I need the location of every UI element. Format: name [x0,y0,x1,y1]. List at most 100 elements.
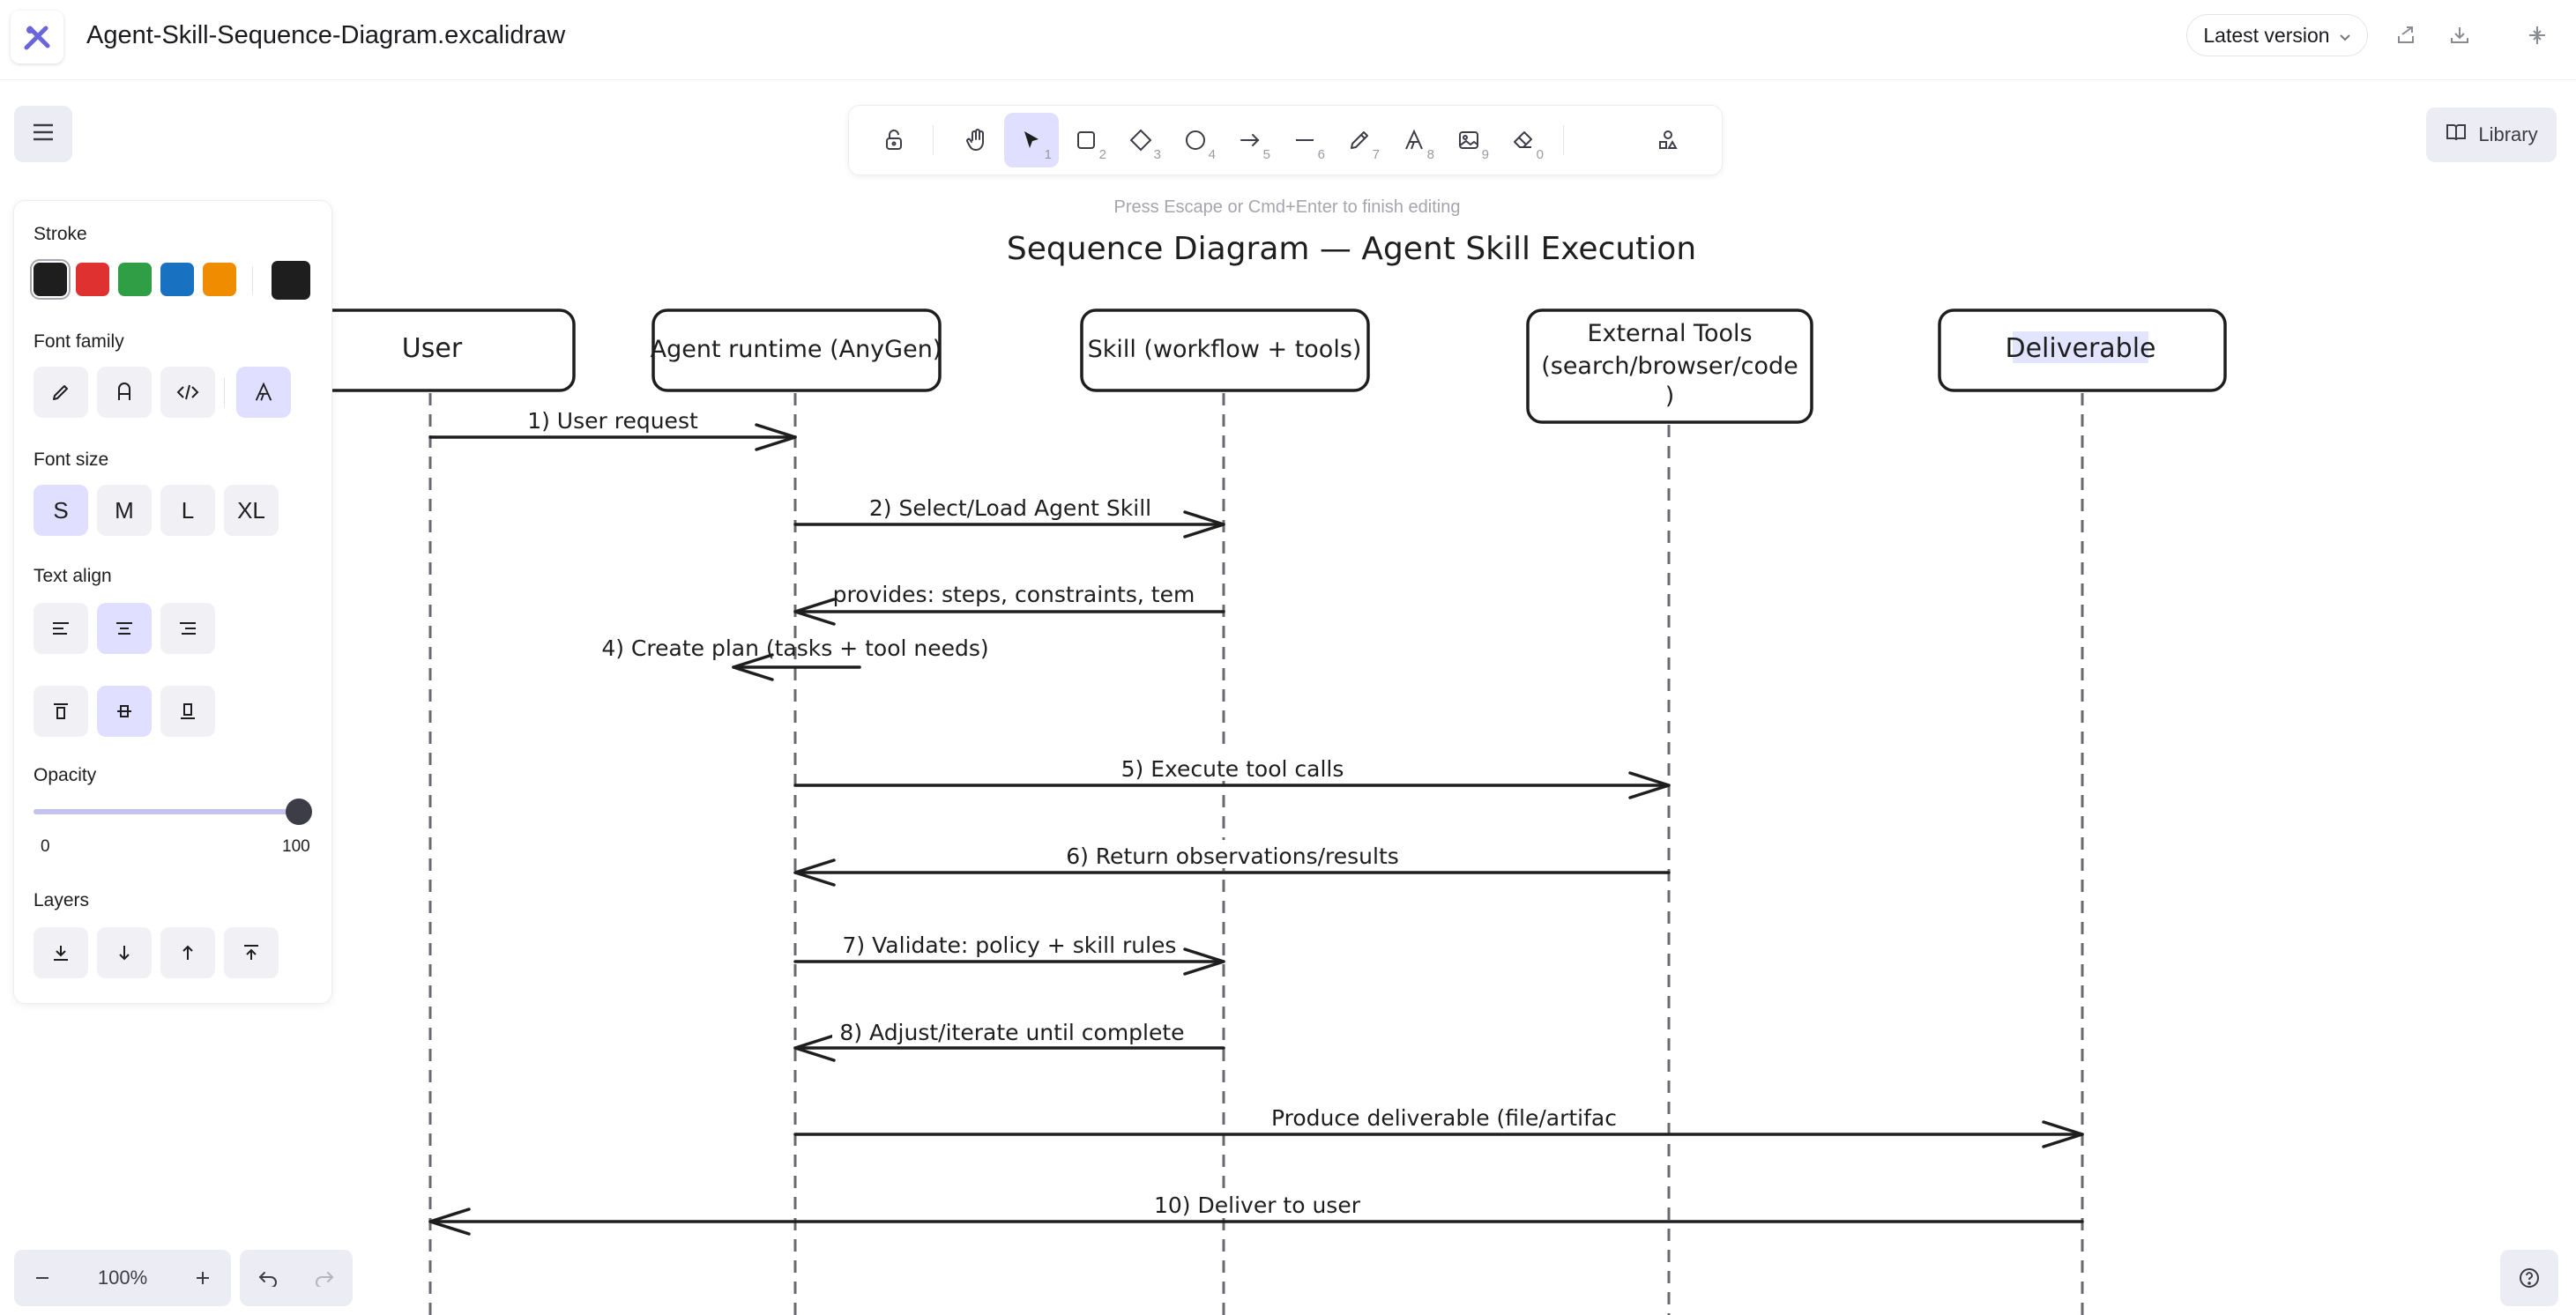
message-label-9[interactable]: Produce deliverable (file/artifac [1271,1105,1617,1131]
font-size-l-button[interactable]: L [160,485,215,536]
bring-forward-icon[interactable] [160,927,215,978]
message-label-1[interactable]: 1) User request [527,408,698,434]
align-center-icon[interactable] [97,603,152,654]
message-arrow-2[interactable] [793,510,1225,539]
message-label-7[interactable]: 7) Validate: policy + skill rules [843,932,1177,958]
zoom-reset-button[interactable]: 100% [97,1267,148,1289]
message-arrow-6[interactable] [793,858,1671,887]
vertical-align-middle-icon[interactable] [97,686,152,737]
font-code-icon[interactable] [160,367,215,418]
message-label-6[interactable]: 6) Return observations/results [1066,843,1399,869]
shapes-toolbar: 1 2 3 4 5 6 7 8 9 0 [849,106,1722,175]
version-dropdown[interactable]: Latest version [2186,14,2368,56]
swatch-divider [252,266,253,294]
tool-shortcut-key: 7 [1372,147,1380,162]
line-icon[interactable]: 6 [1277,113,1332,167]
stroke-swatch-orange[interactable] [203,263,236,296]
zoom-controls: 100% [14,1250,231,1306]
font-size-m-button[interactable]: M [97,485,152,536]
participant-box-agent-runtime[interactable] [651,308,942,392]
undo-icon[interactable] [240,1250,296,1306]
stroke-swatch-red[interactable] [76,263,109,296]
share-icon[interactable] [2389,18,2424,53]
file-title[interactable]: Agent-Skill-Sequence-Diagram.excalidraw [86,21,566,49]
message-label-10[interactable]: 10) Deliver to user [1154,1192,1361,1218]
message-label-4[interactable]: 4) Create plan (tasks + tool needs) [601,635,988,661]
font-hand-drawn-icon[interactable] [34,367,88,418]
participant-label-agent-runtime: Agent runtime (AnyGen) [651,336,942,363]
current-stroke-color-picker[interactable] [272,261,310,300]
diagram-title[interactable]: Sequence Diagram — Agent Skill Execution [1007,231,1696,267]
font-family-label: Font family [34,331,124,352]
font-size-xl-button[interactable]: XL [224,485,279,536]
zoom-in-icon[interactable] [175,1250,231,1306]
vertical-align-bottom-icon[interactable] [160,686,215,737]
send-backward-icon[interactable] [97,927,152,978]
redo-icon[interactable] [296,1250,353,1306]
message-arrow-9[interactable] [793,1120,2084,1148]
layers-label: Layers [34,890,90,910]
chevron-down-icon [2339,24,2351,48]
stroke-swatch-blue[interactable] [160,263,194,296]
stroke-swatch-green[interactable] [118,263,152,296]
stroke-swatch-black[interactable] [34,263,67,296]
participant-label-external-tools-line2: (search/browser/code [1541,353,1798,380]
opacity-slider-thumb[interactable] [286,799,312,825]
hand-icon[interactable] [949,113,1004,167]
version-label: Latest version [2203,23,2330,47]
help-icon[interactable] [2500,1250,2558,1306]
library-button[interactable]: Library [2426,108,2557,162]
toolbar-divider [933,125,934,155]
message-arrow-5[interactable] [793,771,1671,799]
pencil-icon[interactable]: 7 [1332,113,1387,167]
tool-shortcut-key: 0 [1536,147,1544,162]
participant-label-user: User [402,333,463,364]
bring-to-front-icon[interactable] [224,927,279,978]
participant-box-skill[interactable] [1080,308,1370,392]
participant-label-external-tools-line1: External Tools [1587,320,1752,347]
arrow-icon[interactable]: 5 [1223,113,1277,167]
top-bar: Agent-Skill-Sequence-Diagram.excalidraw … [0,0,2576,80]
eraser-icon[interactable]: 0 [1496,113,1551,167]
download-icon[interactable] [2442,18,2477,53]
message-arrow-4[interactable] [732,653,861,681]
main-menu-button[interactable] [14,106,72,162]
align-right-icon[interactable] [160,603,215,654]
diamond-icon[interactable]: 3 [1113,113,1168,167]
font-normal-icon[interactable] [97,367,152,418]
message-arrow-8[interactable] [793,1034,1225,1062]
editing-hint: Press Escape or Cmd+Enter to finish edit… [1113,197,1461,217]
lock-icon[interactable] [867,113,921,167]
send-to-back-icon[interactable] [34,927,88,978]
rectangle-icon[interactable]: 2 [1059,113,1113,167]
excalidraw-logo-icon[interactable] [11,11,63,63]
image-icon[interactable]: 9 [1441,113,1496,167]
message-arrow-10[interactable] [428,1207,2084,1236]
text-icon[interactable]: 8 [1387,113,1441,167]
message-arrow-1[interactable] [428,423,797,451]
tool-shortcut-key: 9 [1481,147,1489,162]
ellipse-icon[interactable]: 4 [1168,113,1223,167]
tool-shortcut-key: 2 [1098,147,1106,162]
tool-shortcut-key: 5 [1262,147,1270,162]
selection-icon[interactable]: 1 [1004,113,1059,167]
font-family-picker-icon[interactable] [236,367,291,418]
message-label-5[interactable]: 5) Execute tool calls [1121,756,1344,782]
message-arrow-3[interactable] [793,598,1225,626]
participant-label-skill: Skill (workflow + tools) [1088,336,1362,363]
extra-tools-icon[interactable] [1641,113,1695,167]
opacity-max-label: 100 [282,837,310,856]
vertical-align-top-icon[interactable] [34,686,88,737]
zoom-out-icon[interactable] [14,1250,71,1306]
message-label-3[interactable]: provides: steps, constraints, tem [833,582,1195,607]
participant-box-external-tools[interactable] [1526,308,1813,424]
message-label-2[interactable]: 2) Select/Load Agent Skill [869,495,1151,521]
align-left-icon[interactable] [34,603,88,654]
font-size-s-button[interactable]: S [34,485,88,536]
message-arrow-7[interactable] [793,947,1225,976]
collapse-icon[interactable] [2520,18,2555,53]
hamburger-icon [32,123,55,146]
toolbar-divider [1563,125,1564,155]
message-label-8[interactable]: 8) Adjust/iterate until complete [839,1020,1184,1045]
